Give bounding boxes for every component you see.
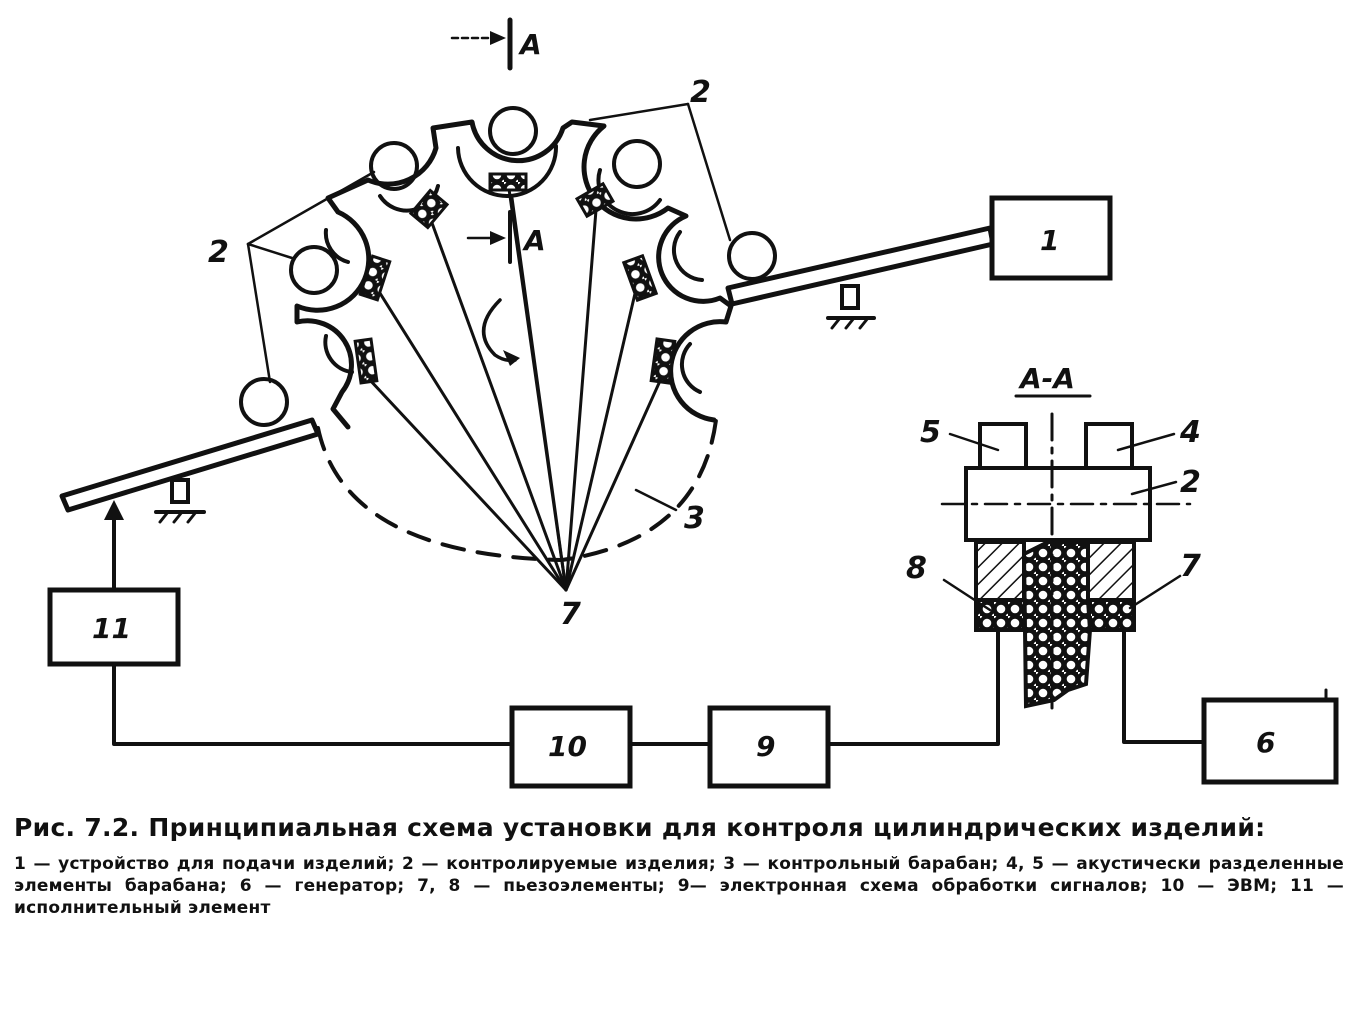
section-label-top: A bbox=[518, 28, 542, 61]
label-section-8: 8 bbox=[906, 551, 927, 586]
section-mark-top: A bbox=[450, 17, 542, 71]
rotation-arrow bbox=[481, 298, 520, 366]
drum-outline bbox=[294, 119, 734, 430]
drum-piezo-elements bbox=[353, 172, 677, 385]
block-6-generator: 6 bbox=[1201, 697, 1339, 785]
piezo-7 bbox=[1086, 598, 1136, 632]
caption-title: Рис. 7.2. Принципиальная схема установки… bbox=[14, 813, 1266, 842]
piezo-8 bbox=[974, 598, 1032, 632]
label-items-top: 2 bbox=[690, 75, 711, 110]
section-view-a-a: A-A bbox=[940, 362, 1192, 710]
drum-shaft bbox=[1021, 540, 1093, 709]
block-9-label: 9 bbox=[756, 730, 775, 763]
caption-legend: 1 — устройство для подачи изделий; 2 — к… bbox=[14, 854, 1344, 918]
section-view-title: A-A bbox=[1018, 362, 1075, 395]
section-mark-middle: A bbox=[466, 210, 546, 264]
block-11-label: 11 bbox=[92, 612, 131, 645]
installation-diagram: A A 1 11 1 bbox=[47, 17, 1339, 789]
block-10-computer: 10 bbox=[509, 705, 633, 789]
feed-tray-right bbox=[725, 225, 996, 330]
block-11-actuator: 11 bbox=[47, 587, 181, 667]
block-1-feeder: 1 bbox=[989, 195, 1113, 281]
figure-caption: Рис. 7.2. Принципиальная схема установки… bbox=[14, 812, 1344, 919]
block-6-label: 6 bbox=[1256, 726, 1275, 759]
element-4 bbox=[1084, 422, 1134, 470]
drum-spokes bbox=[366, 180, 666, 592]
label-center: 7 bbox=[560, 597, 581, 632]
feed-tray-left bbox=[59, 417, 321, 524]
label-section-7: 7 bbox=[1180, 549, 1201, 584]
leader-lines bbox=[246, 102, 732, 512]
label-section-4: 4 bbox=[1179, 415, 1201, 450]
block-1-label: 1 bbox=[1040, 224, 1059, 257]
block-10-label: 10 bbox=[548, 730, 587, 763]
label-section-2: 2 bbox=[1180, 465, 1201, 500]
section-label-middle: A bbox=[522, 224, 546, 257]
label-section-5: 5 bbox=[920, 415, 941, 450]
label-drum: 3 bbox=[684, 501, 705, 536]
block-9-processing: 9 bbox=[707, 705, 831, 789]
signal-wires bbox=[104, 500, 1328, 746]
controlled-items bbox=[239, 106, 777, 427]
label-items-left: 2 bbox=[208, 235, 229, 270]
